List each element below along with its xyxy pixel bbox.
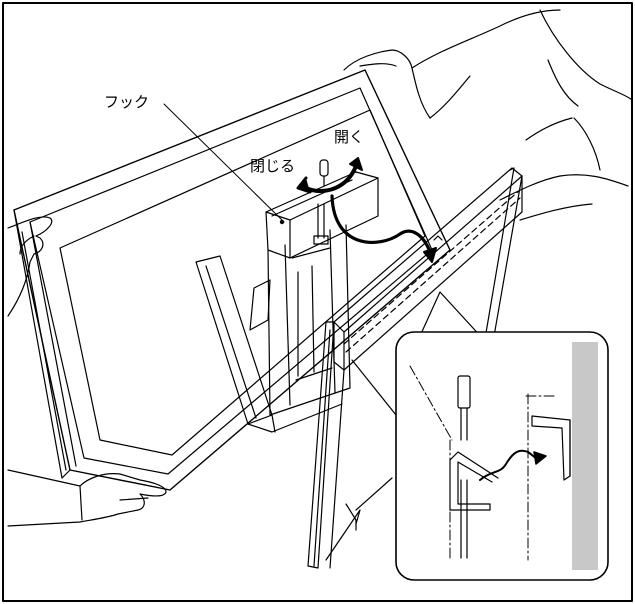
wall-strip: [572, 342, 598, 570]
hook-bracket: [265, 159, 379, 259]
wavy-arrow-icon: [479, 449, 547, 481]
stand-base: [195, 224, 351, 433]
display-panel: [13, 69, 451, 491]
stand-frame: [307, 167, 523, 569]
close-label: 閉じる: [250, 157, 296, 175]
curved-arrow-icon: [330, 194, 437, 263]
hook-label: フック: [104, 93, 150, 111]
detail-callout: [395, 291, 609, 581]
top-person: [343, 9, 633, 221]
open-label: 開く: [334, 128, 365, 146]
hook-leader-line: [163, 103, 285, 223]
bottom-hand: [7, 469, 167, 527]
left-hand: [7, 216, 53, 317]
curved-double-arrow-icon: [296, 157, 363, 194]
